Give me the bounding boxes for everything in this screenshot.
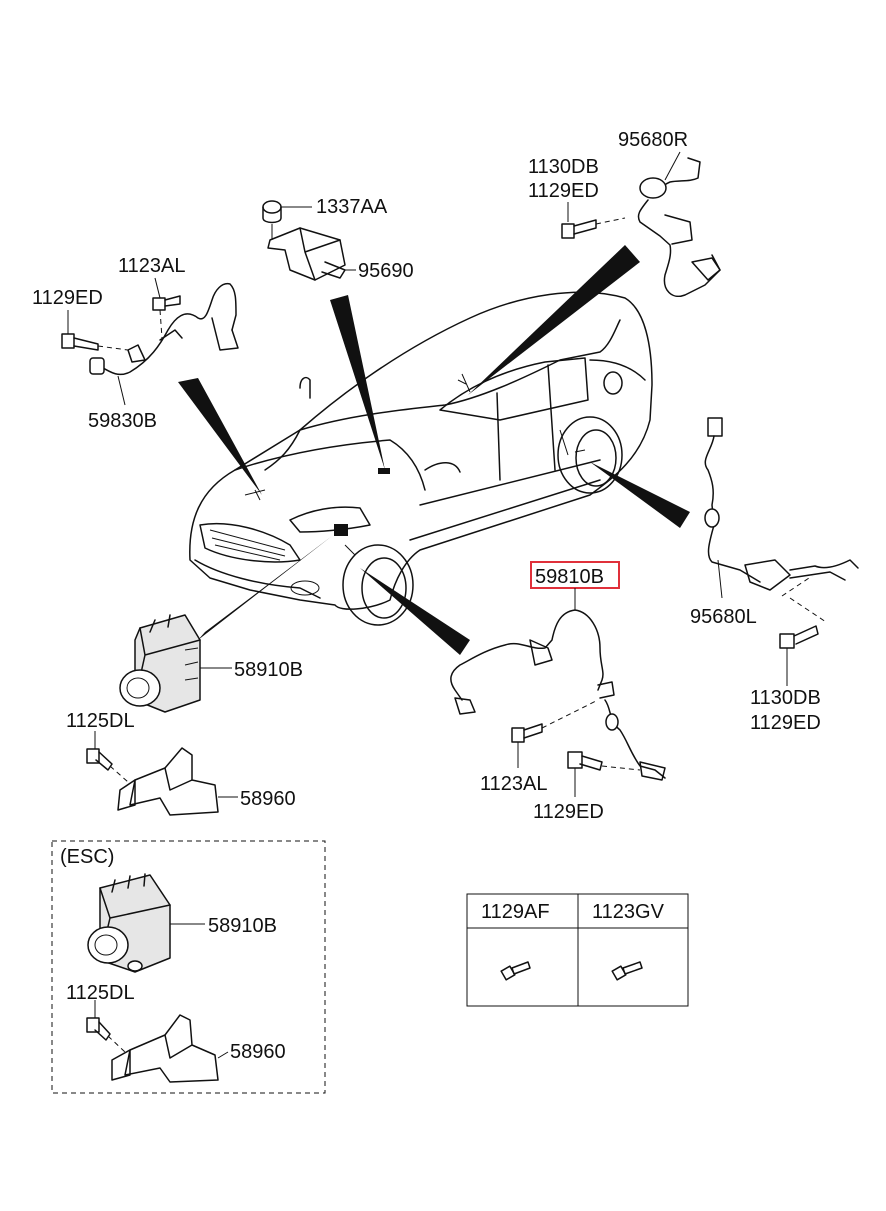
bolt-icon-1129AF bbox=[500, 961, 531, 981]
label-1337AA: 1337AA bbox=[316, 196, 388, 218]
label-1125DL: 1125DL bbox=[66, 710, 135, 732]
label-58960: 58960 bbox=[240, 788, 296, 810]
label-1130DB-top: 1130DB bbox=[528, 156, 599, 178]
leader-lines bbox=[67, 151, 788, 798]
front-left-sensor-group bbox=[61, 282, 239, 376]
rear-right-sensor-group bbox=[561, 157, 721, 297]
label-95680L: 95680L bbox=[690, 606, 757, 628]
front-right-sensor-group bbox=[450, 561, 666, 781]
label-1123AL-left: 1123AL bbox=[118, 255, 185, 277]
label-1130DB-right: 1130DB bbox=[750, 687, 821, 709]
bolt-icon-1123GV bbox=[611, 961, 643, 981]
esc-label-1125DL: 1125DL bbox=[66, 982, 135, 1004]
label-59810B: 59810B bbox=[535, 566, 604, 588]
label-1123AL-bottom: 1123AL bbox=[480, 773, 547, 795]
label-1129ED-bottom: 1129ED bbox=[533, 801, 604, 823]
label-1129ED-right: 1129ED bbox=[750, 712, 821, 734]
table-header-1129AF: 1129AF bbox=[481, 901, 550, 923]
label-95680R: 95680R bbox=[618, 129, 688, 151]
label-95690: 95690 bbox=[358, 260, 414, 282]
label-59830B: 59830B bbox=[88, 410, 157, 432]
esc-label-58910B: 58910B bbox=[208, 915, 277, 937]
esc-label-58960: 58960 bbox=[230, 1041, 286, 1063]
callout-wedges bbox=[178, 245, 690, 655]
table-header-1123GV: 1123GV bbox=[592, 901, 665, 923]
yaw-sensor-group bbox=[262, 200, 346, 281]
label-1129ED-top: 1129ED bbox=[528, 180, 599, 202]
esc-title: (ESC) bbox=[60, 846, 114, 868]
esc-variant-box: (ESC) 58910B 1125DL 58960 bbox=[51, 840, 326, 1094]
label-58910B: 58910B bbox=[234, 659, 303, 681]
label-1129ED-left: 1129ED bbox=[32, 287, 103, 309]
bolt-table: 1129AF 1123GV bbox=[466, 893, 689, 1007]
hecu-assembly bbox=[86, 614, 219, 816]
